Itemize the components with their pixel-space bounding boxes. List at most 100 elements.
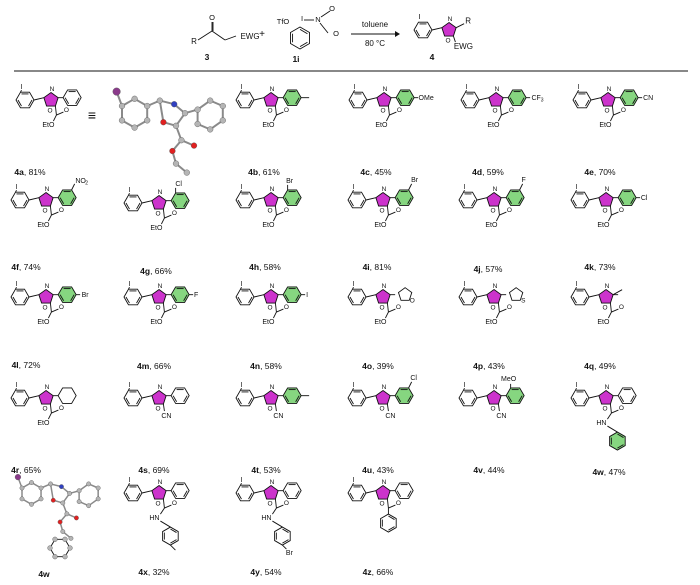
bond [274, 206, 277, 216]
atom-label: O [621, 107, 626, 114]
atom-label: EtO [487, 122, 500, 129]
nitrogen-label: N [382, 283, 387, 290]
bond [476, 197, 487, 201]
compound-caption: 4i, 81% [363, 262, 392, 272]
bond [299, 41, 308, 47]
atom-label: NO [75, 178, 86, 185]
bond [125, 397, 130, 405]
xray-atom [171, 101, 178, 108]
compound-id: 4b [248, 167, 258, 177]
nitrogen-label: N [158, 384, 163, 391]
bond [365, 490, 376, 494]
oxygen-label: O [491, 305, 496, 312]
bond [53, 114, 57, 122]
bond [360, 199, 365, 207]
bond [183, 395, 188, 402]
five-ring [600, 91, 616, 107]
oxygen-label: O [156, 305, 161, 312]
arrow-head [395, 31, 400, 37]
bond [497, 404, 500, 412]
compound-caption: 4j, 57% [474, 264, 503, 274]
reagent-label: 1i [292, 54, 299, 64]
bond [588, 395, 599, 399]
oxygen-label: O [380, 501, 385, 508]
atom-label: Cl [175, 181, 182, 188]
five-ring [375, 191, 391, 207]
iodine-label: I [578, 84, 580, 91]
xray-atom [207, 97, 214, 104]
compound-id: 4c [360, 167, 370, 177]
five-ring [375, 484, 391, 500]
atom-label: OMe [419, 95, 434, 102]
compound-id: 4u [362, 465, 372, 475]
compound-caption: 4t, 53% [251, 465, 281, 475]
bond [253, 395, 264, 399]
benzene-ring [458, 389, 478, 407]
atom-label: EtO [42, 122, 55, 129]
benzene-ring [57, 387, 77, 404]
compound-id: 4k [584, 262, 594, 272]
compound-yield: , 47% [604, 467, 626, 477]
bond [253, 197, 264, 201]
bond [572, 397, 577, 405]
xray-atom [112, 87, 121, 96]
bond [128, 193, 130, 196]
atom-label: Br [286, 550, 294, 557]
bond [386, 404, 389, 412]
atom-label: O [507, 304, 512, 311]
bond [408, 183, 413, 191]
iodine-label: I [464, 184, 466, 191]
bond [608, 214, 612, 222]
benzene-ring [282, 89, 302, 106]
benzene-ring [347, 288, 367, 306]
bond [397, 97, 403, 104]
compound-yield: , 39% [372, 361, 394, 371]
benzene-ring [123, 194, 143, 212]
bond [253, 97, 264, 101]
bond [462, 99, 467, 107]
bond [284, 97, 290, 104]
atom-label: CN [643, 95, 653, 102]
five-ring [151, 484, 167, 500]
iodine-label: I [464, 382, 466, 389]
bond [170, 539, 177, 544]
compound-yield: , 73% [594, 262, 616, 272]
benzene-ring [347, 191, 367, 209]
oxygen-label: O [43, 208, 48, 215]
bond [386, 114, 390, 122]
bond [611, 211, 619, 216]
bond [237, 199, 242, 207]
atom-label: O [172, 210, 177, 217]
bond [284, 490, 290, 497]
condition-temperature: 80 °C [365, 39, 385, 48]
bond [295, 294, 300, 301]
benzene-ring [380, 513, 397, 533]
bond [183, 200, 188, 207]
atom-label: EtO [37, 222, 50, 229]
iodine-label: I [576, 281, 578, 288]
bond [455, 23, 465, 29]
bond [240, 388, 242, 391]
five-ring [151, 194, 167, 210]
bond [284, 294, 290, 301]
nitrogen-label: N [270, 186, 275, 193]
nitrogen-label: N [383, 86, 388, 93]
condition-solvent: toluene [362, 20, 389, 29]
atom-label: EtO [374, 222, 387, 229]
xray-atom [156, 97, 163, 104]
bond [352, 190, 354, 193]
five-ring [263, 484, 279, 500]
oxygen-label: O [268, 208, 273, 215]
bond [162, 303, 165, 313]
nitrogen-label: N [50, 86, 55, 93]
atom-label: I [306, 292, 308, 299]
bond [59, 197, 65, 204]
atom-label: O [396, 207, 401, 214]
benzene-ring [170, 286, 190, 303]
atom-label: EtO [375, 122, 388, 129]
atom-label: MeO [501, 376, 517, 383]
bond [125, 296, 130, 304]
bond [276, 504, 284, 509]
bond [407, 197, 412, 204]
heteroatom-label: O [410, 297, 415, 304]
